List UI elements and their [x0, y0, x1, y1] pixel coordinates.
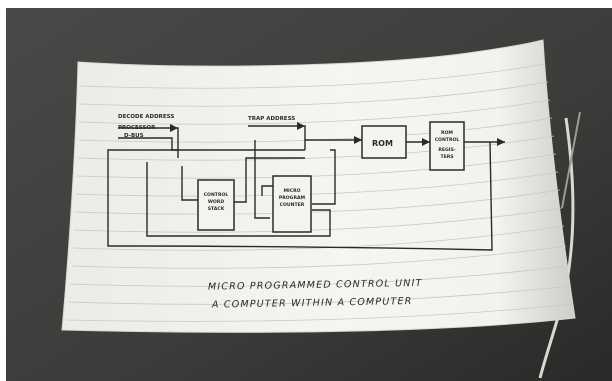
caption-line-2: A COMPUTER WITHIN A COMPUTER	[211, 296, 413, 311]
rom-control-registers-block	[429, 121, 465, 171]
label-trap-address: TRAP ADDRESS	[248, 116, 295, 122]
counter-label-1: MICRO	[283, 188, 300, 194]
stand-rod	[561, 111, 581, 209]
label-processor: PROCESSOR	[118, 125, 156, 131]
counter-label-3: COUNTER	[280, 202, 305, 208]
rom-block	[361, 125, 407, 159]
stack-label-3: STACK	[208, 206, 225, 212]
stack-label-1: CONTROL	[204, 192, 229, 198]
reg-label-2: CONTROL	[435, 137, 460, 143]
control-word-stack-block	[197, 179, 235, 231]
reg-label-4: TERS	[440, 154, 453, 160]
caption-line-1: MICRO PROGRAMMED CONTROL UNIT	[208, 278, 423, 293]
label-d-bus: D-BUS	[124, 133, 144, 139]
reg-label-1: ROM	[441, 130, 453, 136]
label-decode-address: DECODE ADDRESS	[118, 114, 174, 120]
rule-lines	[65, 63, 574, 322]
reg-label-3: REGIS-	[438, 147, 455, 153]
arrowheads	[170, 122, 505, 146]
diagram-wiring	[107, 125, 505, 251]
rom-label: ROM	[372, 139, 393, 148]
stack-label-2: WORD	[208, 199, 225, 205]
micro-program-counter-block	[272, 175, 312, 233]
counter-label-2: PROGRAM	[279, 195, 306, 201]
